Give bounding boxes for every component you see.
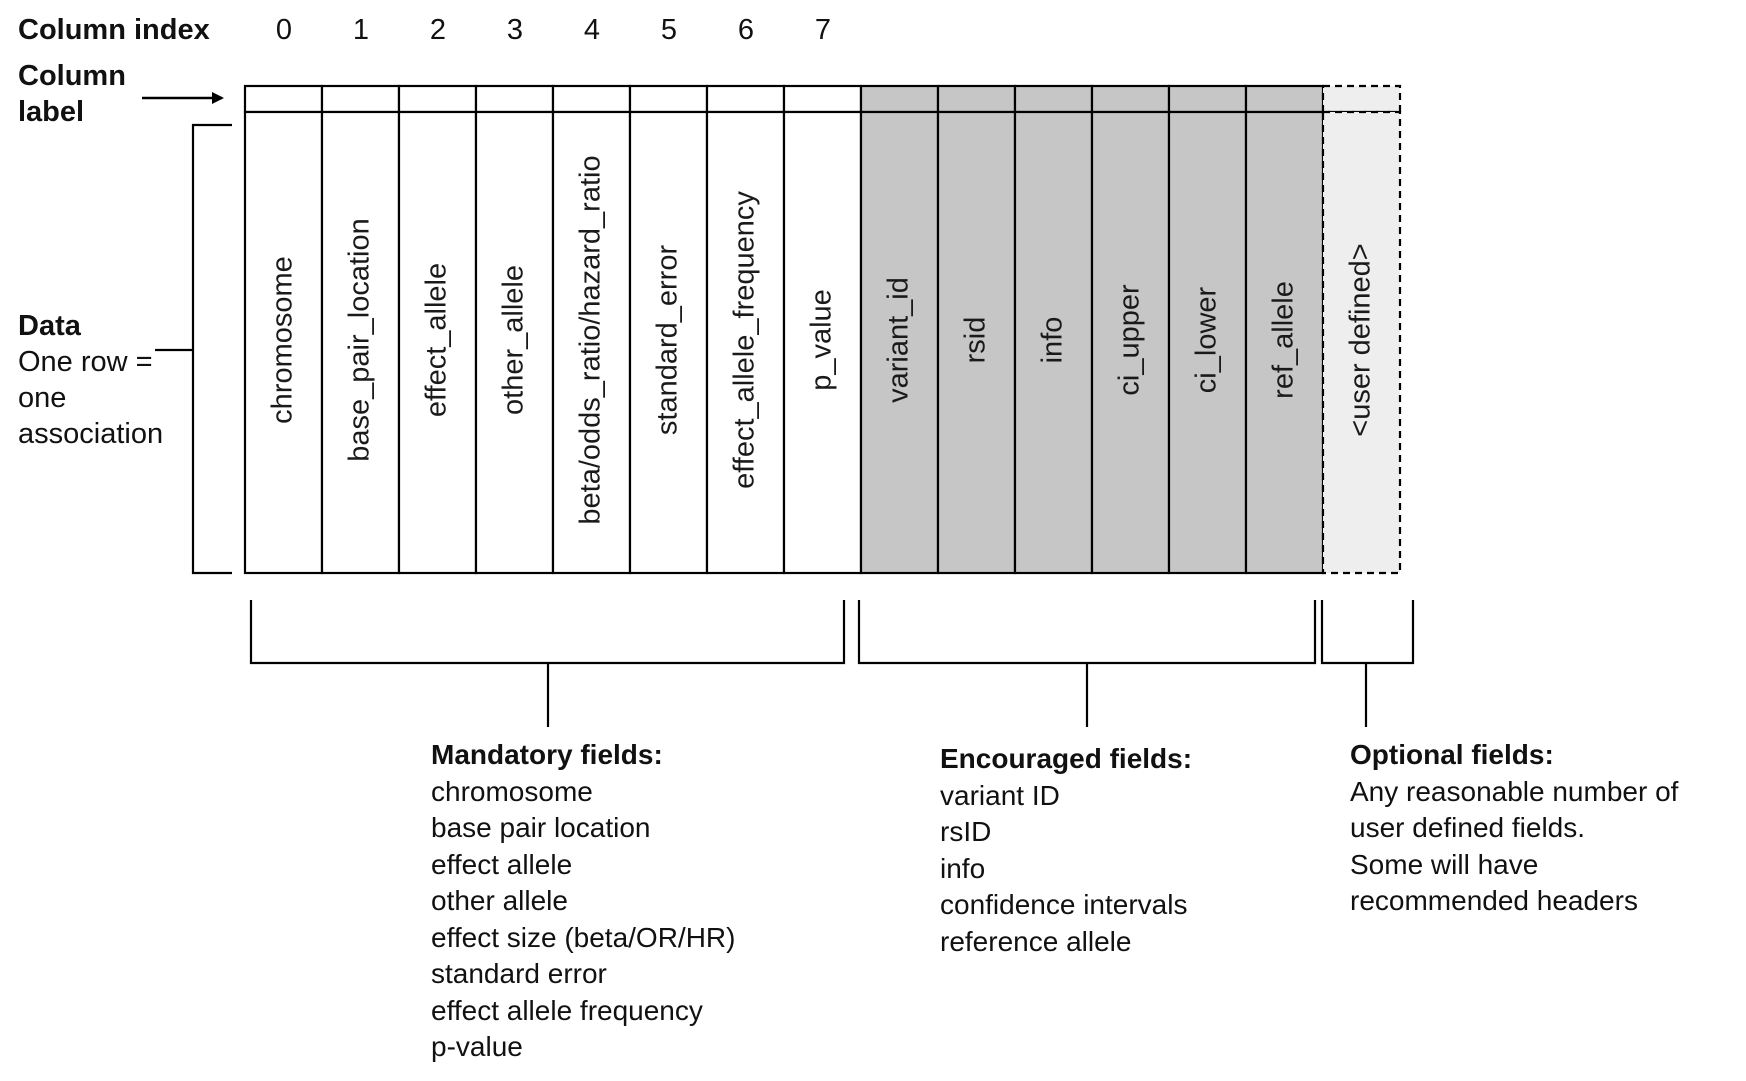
mandatory-fields-legend: Mandatory fields: chromosome base pair l…: [431, 737, 735, 1066]
header-cell-effect-allele: [397, 84, 478, 114]
encouraged-item: variant ID: [940, 779, 1060, 811]
data-column-rsid: [936, 110, 1017, 575]
column-name-chromosome: chromosome: [266, 256, 299, 424]
mandatory-item: effect allele frequency: [431, 994, 703, 1026]
optional-fields-legend: Optional fields: Any reasonable number o…: [1350, 737, 1678, 920]
mandatory-item: effect size (beta/OR/HR): [431, 921, 736, 953]
data-column-ci-upper: [1090, 110, 1171, 575]
data-column-variant-id: [859, 110, 940, 575]
mandatory-fields-title: Mandatory fields:: [431, 739, 663, 770]
column-label-heading: Column label: [18, 58, 126, 130]
column-name-ci-upper: ci_upper: [1113, 284, 1146, 396]
header-cell-ci-lower: [1167, 84, 1248, 114]
header-cell-p-value: [782, 84, 863, 114]
header-cell-standard-error: [628, 84, 709, 114]
header-cell-variant-id: [859, 84, 940, 114]
column-label-line2: label: [18, 96, 85, 128]
column-index-6: 6: [737, 14, 755, 46]
column-label-line1: Column: [18, 60, 126, 92]
column-name-variant-id: variant_id: [882, 277, 915, 403]
header-cell-ci-upper: [1090, 84, 1171, 114]
data-column-effect-allele-frequency: [705, 110, 786, 575]
optional-bracket: [1320, 600, 1415, 665]
data-line1: One row =: [18, 346, 153, 378]
column-name-effect-allele-frequency: effect_allele_frequency: [728, 191, 761, 489]
encouraged-item: info: [940, 852, 986, 884]
header-cell-info: [1013, 84, 1094, 114]
data-column-ref-allele: [1244, 110, 1325, 575]
column-index-1: 1: [352, 14, 370, 46]
mandatory-item: effect allele: [431, 848, 573, 880]
column-name-ci-lower: ci_lower: [1190, 286, 1223, 394]
header-cell-base-pair-location: [320, 84, 401, 114]
mandatory-item: p-value: [431, 1031, 523, 1062]
header-cell-beta-odds-ratio-hazard-ratio: [551, 84, 632, 114]
header-cell-user-defined: [1321, 84, 1402, 114]
optional-item: Any reasonable number of: [1350, 775, 1679, 807]
data-column-chromosome: [243, 110, 324, 575]
header-cell-rsid: [936, 84, 1017, 114]
encouraged-bracket: [857, 600, 1317, 665]
column-index-2: 2: [429, 14, 447, 46]
columns-layer: [243, 84, 1402, 575]
optional-fields-title: Optional fields:: [1350, 739, 1554, 770]
data-line2: one: [18, 382, 67, 414]
mandatory-item: chromosome: [431, 775, 593, 807]
column-index-3: 3: [506, 14, 524, 46]
column-name-beta-odds-hazard: beta/odds_ratio/hazard_ratio: [574, 155, 607, 525]
encouraged-item: confidence intervals: [940, 889, 1188, 920]
column-index-4: 4: [583, 14, 601, 46]
data-line3: association: [18, 418, 164, 450]
column-name-effect-allele: effect_allele: [420, 262, 453, 418]
header-cell-other-allele: [474, 84, 555, 114]
header-cell-chromosome: [243, 84, 324, 114]
column-index-7: 7: [814, 14, 832, 46]
optional-item: Some will have: [1350, 848, 1539, 880]
mandatory-item: other allele: [431, 885, 568, 916]
column-name-rsid: rsid: [959, 316, 992, 364]
column-name-base-pair-location: base_pair_location: [343, 218, 376, 462]
column-name-info: info: [1036, 316, 1069, 364]
mandatory-bracket: [249, 600, 846, 665]
column-name-p-value: p_value: [805, 289, 838, 391]
data-column-user-defined: [1321, 110, 1402, 575]
optional-item: recommended headers: [1350, 885, 1638, 916]
mandatory-item: base pair location: [431, 812, 651, 843]
optional-item: user defined fields.: [1350, 812, 1586, 843]
column-name-other-allele: other_allele: [497, 265, 530, 415]
mandatory-item: standard error: [431, 958, 607, 989]
data-column-standard-error: [628, 110, 709, 575]
column-index-0: 0: [275, 14, 293, 46]
column-name-user-defined: <user defined>: [1344, 243, 1377, 437]
column-name-ref-allele: ref_allele: [1267, 281, 1300, 399]
data-column-base-pair-location: [320, 110, 401, 575]
column-name-standard-error: standard_error: [651, 244, 684, 436]
encouraged-item: reference allele: [940, 925, 1132, 957]
header-cell-effect-allele-frequency: [705, 84, 786, 114]
column-index-5: 5: [660, 14, 678, 46]
data-column-info: [1013, 110, 1094, 575]
data-column-effect-allele: [397, 110, 478, 575]
data-row-bracket: [191, 123, 232, 575]
encouraged-fields-title: Encouraged fields:: [940, 743, 1193, 774]
column-index-heading: Column index: [18, 14, 210, 46]
encouraged-fields-legend: Encouraged fields: variant ID rsID info …: [940, 741, 1192, 960]
data-title: Data: [18, 310, 81, 342]
header-cell-ref-allele: [1244, 84, 1325, 114]
encouraged-item: rsID: [940, 816, 992, 847]
data-description: Data One row = one association: [18, 308, 163, 452]
